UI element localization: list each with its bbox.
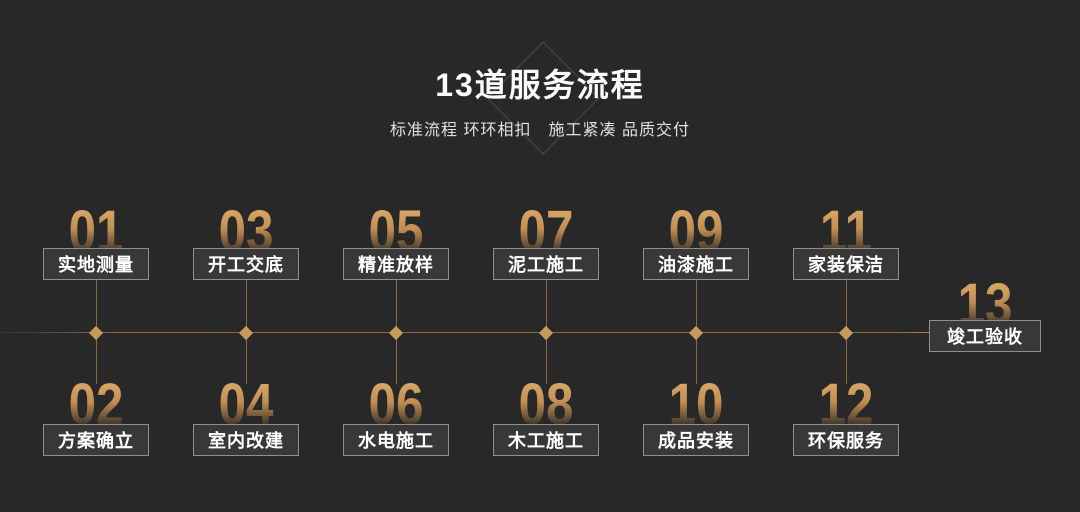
step-label: 泥工施工 <box>508 255 584 275</box>
step-label-box: 环保服务 <box>793 424 899 456</box>
step-label-box: 木工施工 <box>493 424 599 456</box>
step-label: 精准放样 <box>358 255 434 275</box>
step-label: 油漆施工 <box>658 255 734 275</box>
timeline-column-4: 07 泥工施工 08 木工施工 <box>471 0 621 512</box>
page-subtitle: 标准流程 环环相扣 施工紧凑 品质交付 <box>390 122 690 139</box>
step-label-box: 泥工施工 <box>493 248 599 280</box>
step-number: 02 <box>68 372 124 437</box>
diamond-node-icon <box>688 325 704 341</box>
timeline-column-2: 03 开工交底 04 室内改建 <box>171 0 321 512</box>
timeline-column-6: 11 家装保洁 12 环保服务 <box>771 0 921 512</box>
step-label: 木工施工 <box>508 431 584 451</box>
diamond-node-icon <box>88 325 104 341</box>
timeline-column-1: 01 实地测量 02 方案确立 <box>21 0 171 512</box>
timeline-column-5: 09 油漆施工 10 成品安装 <box>621 0 771 512</box>
step-label: 室内改建 <box>208 431 284 451</box>
step-number: 08 <box>518 372 574 437</box>
step-label-box: 家装保洁 <box>793 248 899 280</box>
step-number: 04 <box>218 372 274 437</box>
step-label: 家装保洁 <box>808 255 884 275</box>
step-label-box: 油漆施工 <box>643 248 749 280</box>
diamond-node-icon <box>538 325 554 341</box>
step-number: 06 <box>368 372 424 437</box>
page-title: 13道服务流程 <box>435 67 645 103</box>
step-number: 12 <box>818 372 874 437</box>
step-label: 方案确立 <box>58 431 134 451</box>
diamond-node-icon <box>388 325 404 341</box>
step-label-box: 精准放样 <box>343 248 449 280</box>
step-label: 成品安装 <box>658 431 734 451</box>
step-number: 10 <box>668 372 724 437</box>
step-label: 水电施工 <box>358 431 434 451</box>
step-label: 开工交底 <box>208 255 284 275</box>
step-label-box: 成品安装 <box>643 424 749 456</box>
timeline-column-3: 05 精准放样 06 水电施工 <box>321 0 471 512</box>
step-label-box: 实地测量 <box>43 248 149 280</box>
step-label-box: 竣工验收 <box>929 320 1041 352</box>
step-label-box: 方案确立 <box>43 424 149 456</box>
diamond-node-icon <box>238 325 254 341</box>
step-label: 环保服务 <box>808 431 884 451</box>
step-label-box: 开工交底 <box>193 248 299 280</box>
step-label: 实地测量 <box>58 255 134 275</box>
diamond-node-icon <box>838 325 854 341</box>
step-label-box: 水电施工 <box>343 424 449 456</box>
step-label-box: 室内改建 <box>193 424 299 456</box>
step-label: 竣工验收 <box>947 327 1023 347</box>
timeline-column-end: 13 竣工验收 <box>910 0 1060 512</box>
timeline-line <box>0 332 930 333</box>
